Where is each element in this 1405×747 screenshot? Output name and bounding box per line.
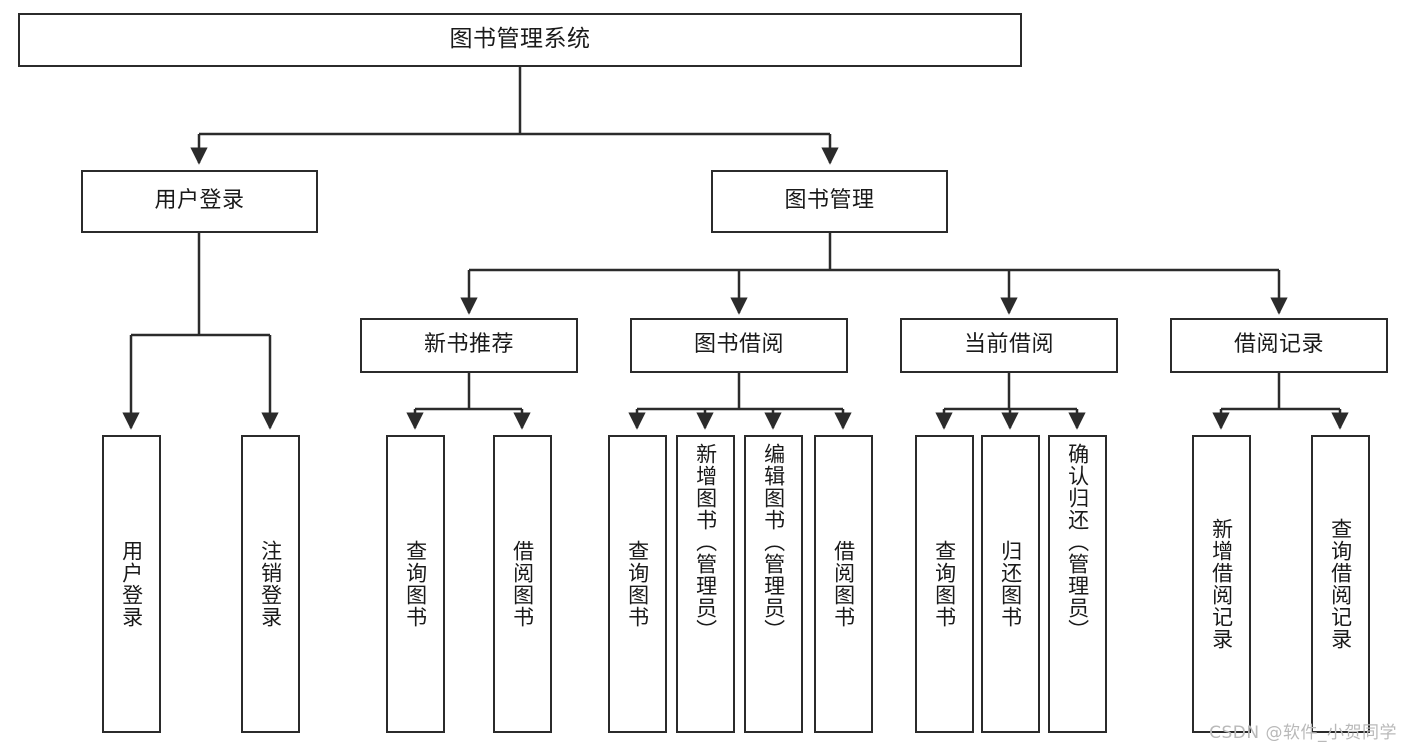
leaf-new-book-query-book[interactable]: 查询图书 [386,435,445,733]
node-user-login-label: 用户登录 [154,188,245,214]
node-user-login[interactable]: 用户登录 [81,170,318,233]
leaf-book-borrow-borrow-book-label: 借阅图书 [831,540,856,628]
leaf-current-borrow-return-book-label: 归还图书 [998,540,1023,628]
leaf-book-borrow-borrow-book[interactable]: 借阅图书 [814,435,873,733]
node-new-book-recommend[interactable]: 新书推荐 [360,318,578,373]
leaf-borrow-record-add-record[interactable]: 新增借阅记录 [1192,435,1251,733]
node-borrow-record[interactable]: 借阅记录 [1170,318,1388,373]
leaf-new-book-borrow-book[interactable]: 借阅图书 [493,435,552,733]
leaf-book-borrow-query-book[interactable]: 查询图书 [608,435,667,733]
leaf-current-borrow-confirm-return[interactable]: 确认归还（管理员） [1048,435,1107,733]
node-current-borrow[interactable]: 当前借阅 [900,318,1118,373]
node-new-book-recommend-label: 新书推荐 [423,332,514,358]
leaf-book-borrow-edit-book-label: 编辑图书（管理员） [761,443,786,641]
leaf-current-borrow-query-book[interactable]: 查询图书 [915,435,974,733]
leaf-book-borrow-query-book-label: 查询图书 [625,540,650,628]
leaf-book-borrow-add-book[interactable]: 新增图书（管理员） [676,435,735,733]
node-book-management-label: 图书管理 [784,188,875,214]
leaf-current-borrow-confirm-return-label: 确认归还（管理员） [1065,443,1090,641]
leaf-borrow-record-query-record-label: 查询借阅记录 [1328,518,1353,650]
leaf-borrow-record-add-record-label: 新增借阅记录 [1209,518,1234,650]
node-current-borrow-label: 当前借阅 [963,332,1054,358]
leaf-current-borrow-query-book-label: 查询图书 [932,540,957,628]
node-book-borrow[interactable]: 图书借阅 [630,318,848,373]
node-borrow-record-label: 借阅记录 [1233,332,1324,358]
leaf-user-login-login[interactable]: 用户登录 [102,435,161,733]
leaf-current-borrow-return-book[interactable]: 归还图书 [981,435,1040,733]
node-root-system[interactable]: 图书管理系统 [18,13,1022,67]
leaf-borrow-record-query-record[interactable]: 查询借阅记录 [1311,435,1370,733]
leaf-user-login-logout[interactable]: 注销登录 [241,435,300,733]
csdn-watermark: CSDN @软件_小贺同学 [1209,723,1397,743]
node-book-borrow-label: 图书借阅 [693,332,784,358]
node-book-management[interactable]: 图书管理 [711,170,948,233]
node-root-system-label: 图书管理系统 [449,26,591,53]
leaf-user-login-logout-label: 注销登录 [258,540,283,628]
leaf-book-borrow-add-book-label: 新增图书（管理员） [693,443,718,641]
leaf-new-book-query-book-label: 查询图书 [403,540,428,628]
leaf-user-login-login-label: 用户登录 [119,540,144,628]
leaf-new-book-borrow-book-label: 借阅图书 [510,540,535,628]
leaf-book-borrow-edit-book[interactable]: 编辑图书（管理员） [744,435,803,733]
